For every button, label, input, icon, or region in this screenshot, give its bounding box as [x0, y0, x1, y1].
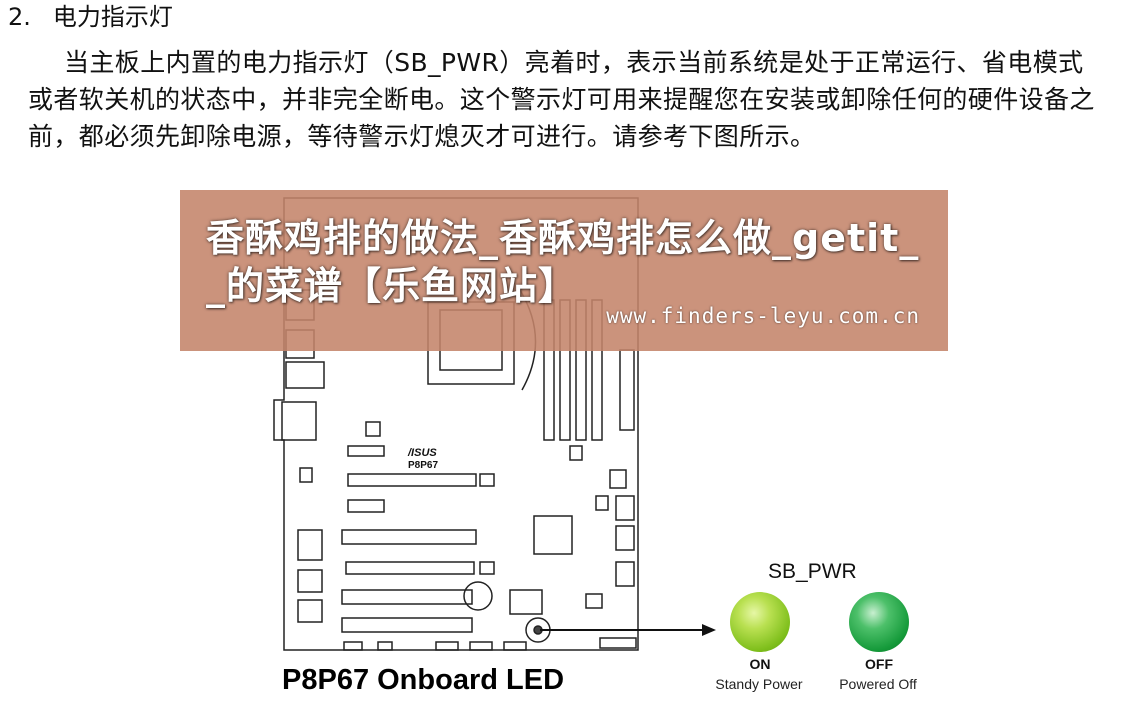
sata-port [615, 561, 635, 587]
chip [297, 599, 323, 623]
pcie-slot [345, 561, 475, 575]
pcie-slot-end [479, 473, 495, 487]
chip [585, 593, 603, 609]
section-title: 电力指示灯 [52, 3, 173, 31]
header [469, 641, 493, 651]
header [599, 637, 637, 649]
led-on-indicator [730, 592, 790, 652]
body-paragraph: 当主板上内置的电力指示灯（SB_PWR）亮着时，表示当前系统是处于正常运行、省电… [28, 44, 1108, 155]
sata-port [615, 495, 635, 521]
chip [609, 469, 627, 489]
chipset [533, 515, 573, 555]
sata-port [615, 525, 635, 551]
board-logo: /ISUS [407, 447, 437, 459]
pcie-slot [341, 589, 473, 605]
led-on-state: ON [749, 656, 771, 672]
paragraph-text: 当主板上内置的电力指示灯（SB_PWR）亮着时，表示当前系统是处于正常运行、省电… [28, 48, 1095, 151]
io-port [285, 361, 325, 389]
atx-power [619, 349, 635, 431]
arrow-head-svg [540, 624, 716, 636]
section-heading: 2. 电力指示灯 [8, 2, 173, 32]
led-on-description: Standy Power [715, 676, 803, 692]
arrow-head [702, 624, 716, 636]
watermark-url: www.finders-leyu.com.cn [606, 304, 920, 328]
watermark-banner: 香酥鸡排的做法_香酥鸡排怎么做_getit__的菜谱【乐鱼网站】 www.fin… [180, 190, 948, 351]
pcie-slot [347, 473, 477, 487]
cmos-battery [463, 581, 493, 611]
chip [595, 495, 609, 511]
board-model: P8P67 [408, 460, 438, 471]
pcie-slot-end [479, 561, 495, 575]
led-off-description: Powered Off [839, 676, 917, 692]
chip [297, 569, 323, 593]
led-off-state: OFF [865, 656, 893, 672]
chip [297, 529, 323, 561]
header [343, 641, 363, 651]
audio-port [281, 401, 317, 441]
pcie-slot [341, 529, 477, 545]
chip [365, 421, 381, 437]
pci-slot [341, 617, 473, 633]
header [503, 641, 527, 651]
header [347, 445, 385, 457]
header [377, 641, 393, 651]
header [435, 641, 459, 651]
chip [569, 445, 583, 461]
led-off-indicator [849, 592, 909, 652]
section-number: 2. [8, 3, 31, 31]
figure-caption: P8P67 Onboard LED [282, 664, 565, 696]
chip [509, 589, 543, 615]
pci-slot [347, 499, 385, 513]
chip [299, 467, 313, 483]
watermark-title: 香酥鸡排的做法_香酥鸡排怎么做_getit__的菜谱【乐鱼网站】 [206, 216, 920, 308]
led-label: SB_PWR [768, 560, 857, 583]
